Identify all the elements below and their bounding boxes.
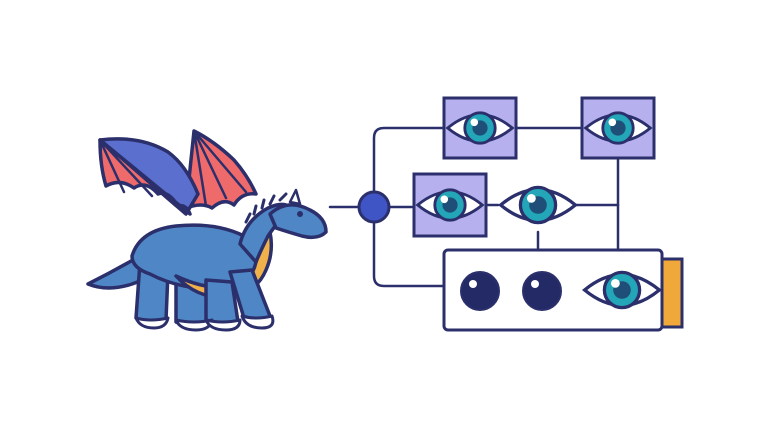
eye-box-top-left [442, 96, 518, 160]
dragon-head [268, 203, 328, 240]
dot-icon [522, 271, 562, 311]
network-connectors [328, 126, 620, 288]
dragon-icon [86, 129, 328, 332]
hub-node-icon [357, 190, 391, 224]
eye-box-middle [412, 172, 488, 238]
bottom-panel [442, 248, 684, 332]
dot-icon [460, 271, 500, 311]
eye-icon [498, 185, 578, 225]
dragon-spikes [244, 192, 288, 224]
dragon-wing-back [184, 129, 258, 210]
eye-box-top-right [580, 96, 656, 160]
dragon-eye-icon [297, 211, 303, 217]
dragon-horn [288, 188, 302, 206]
dragon-wing-front [98, 137, 200, 216]
dragon-feet [134, 314, 275, 332]
